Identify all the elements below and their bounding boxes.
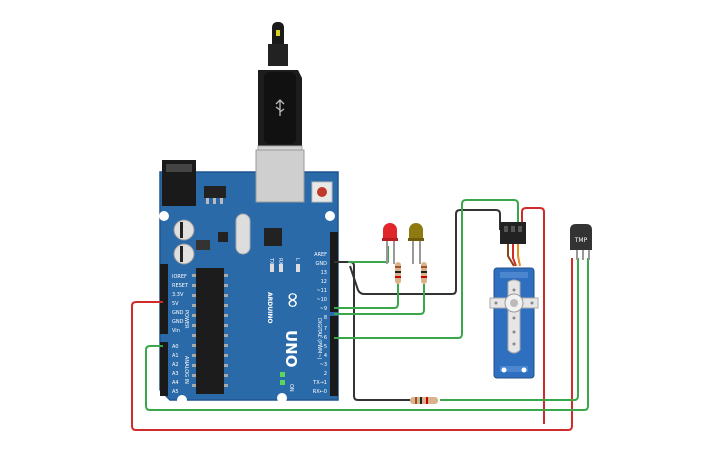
usb-port [255, 149, 305, 203]
wire-gnd-servo-black[interactable] [349, 209, 501, 295]
pin-label-4: 4 [324, 353, 327, 359]
on-label: ON [288, 384, 294, 392]
pin-label-gnd-2: GND [172, 319, 184, 325]
power-header[interactable] [160, 264, 168, 334]
resistor-tmp[interactable] [410, 397, 438, 404]
pin-label-5: ~5 [320, 344, 327, 350]
led-yellow[interactable] [408, 223, 424, 264]
analog-header[interactable] [160, 342, 168, 396]
rx-label: RX [277, 258, 283, 265]
digital-header-bottom[interactable] [330, 316, 338, 396]
pin-label-3: ~3 [320, 362, 327, 368]
pin-label-a5: A5 [172, 389, 179, 395]
l-label: L [294, 258, 300, 261]
pin-label-vin: Vin [172, 328, 180, 334]
pin-label-11: ~11 [316, 288, 327, 294]
pin-label-a4: A4 [172, 380, 179, 386]
digital-section-label: DIGITAL (PWM~) [316, 318, 322, 360]
pin-label-gnd-1: GND [172, 310, 184, 316]
pin-label-2: 2 [324, 371, 327, 377]
uno-text: UNO [282, 330, 300, 368]
pin-label-a3: A3 [172, 371, 179, 377]
pin-label-gnd-3: GND [316, 261, 328, 267]
tmp-label: TMP [574, 237, 588, 244]
led-red[interactable] [382, 223, 398, 264]
wire-servo-signal-green[interactable] [334, 199, 519, 339]
pin-label-9: ~9 [320, 306, 327, 312]
wire-a0-green[interactable] [145, 258, 589, 411]
arduino-board[interactable]: TX RX L ON ARDUINO ∞ UNO POWER ANALOG IN… [159, 149, 339, 405]
wire-led-red-green[interactable] [334, 284, 399, 309]
wire-5v-red[interactable] [131, 258, 573, 431]
servo-motor[interactable] [489, 222, 539, 379]
pin-label-a2: A2 [172, 362, 179, 368]
pin-label-ioref: IOREF [172, 274, 187, 280]
wire-servo-power-red[interactable] [521, 207, 545, 424]
pin-label-a0: A0 [172, 344, 179, 350]
resistor-led-yellow[interactable] [421, 262, 427, 284]
microcontroller-chip [196, 268, 224, 394]
analog-section-label: ANALOG IN [183, 356, 189, 384]
pin-label-3v3: 3.3V [172, 292, 184, 298]
pin-label-a1: A1 [172, 353, 179, 359]
resistor-led-red[interactable] [395, 262, 401, 284]
pin-label-aref: AREF [314, 252, 327, 258]
pin-label-12: 12 [321, 279, 327, 285]
pin-label-tx: TX→1 [312, 380, 327, 386]
pin-label-6: ~6 [320, 335, 327, 341]
temperature-sensor[interactable]: TMP [570, 224, 592, 260]
tx-label: TX [268, 257, 274, 265]
digital-header-top[interactable] [330, 232, 338, 312]
wire-led-cathode-green[interactable] [348, 246, 389, 263]
pin-label-reset: RESET [172, 283, 189, 289]
pin-label-13: 13 [321, 270, 327, 276]
wire-led-yellow-green[interactable] [334, 284, 425, 315]
wire-tmp-gnd-green[interactable] [440, 258, 579, 401]
pin-label-7: 7 [324, 326, 327, 332]
power-section-label: POWER [183, 310, 189, 329]
pin-label-5v: 5V [172, 301, 179, 307]
arduino-logo: ∞ [280, 291, 305, 309]
pin-label-rx: RX←0 [313, 389, 327, 395]
pin-label-8: 8 [324, 315, 327, 321]
arduino-text: ARDUINO [266, 292, 273, 323]
pin-label-10: ~10 [316, 297, 327, 303]
